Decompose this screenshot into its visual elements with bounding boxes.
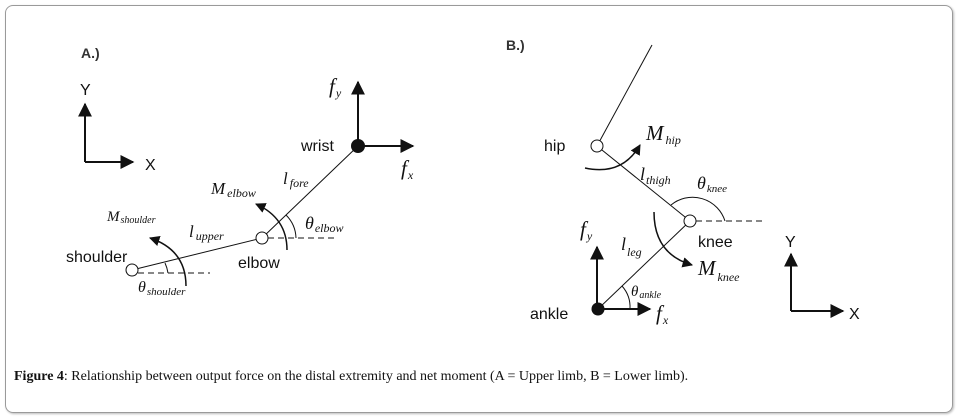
shoulder-joint [125,263,139,277]
hip-label: hip [544,138,565,155]
theta-elbow-arc [285,214,297,239]
panel-a-label: A.) [81,45,100,61]
ankle-label: ankle [530,306,568,323]
upper-arm-segment [131,237,263,271]
caption-text: : Relationship between output force on t… [63,369,689,384]
thigh-segment [596,145,691,222]
theta-ankle-arc [621,285,631,310]
figure-caption: Figure 4: Relationship between output fo… [14,369,688,385]
knee-joint [683,214,697,228]
leg-segment [597,220,691,310]
leg-length-symbol: lleg [621,234,642,259]
shoulder-moment-arrow [149,236,187,287]
ankle-joint [591,302,605,316]
knee-angle-symbol: θknee [697,173,727,195]
elbow-joint [255,231,269,245]
elbow-label: elbow [238,255,280,272]
shoulder-label: shoulder [66,249,128,266]
caption-label: Figure 4 [14,369,64,384]
forearm-segment [261,145,359,239]
force-x-symbol: fx [656,301,669,327]
shoulder-angle-symbol: θshoulder [138,279,186,298]
axis-y-label: Y [785,234,796,251]
axis-x-label: X [145,157,156,174]
theta-shoulder-arc [164,262,169,274]
axis-x-label: X [849,306,860,323]
knee-label: knee [698,234,733,251]
force-y-symbol: fy [329,74,342,100]
elbow-moment-arrow [255,203,288,251]
shoulder-moment-symbol: Mshoulder [106,209,156,226]
trunk-segment [596,44,653,147]
figure-frame [5,5,953,413]
wrist-joint [351,139,365,153]
elbow-angle-symbol: θelbow [305,213,344,235]
ankle-angle-symbol: θankle [631,284,662,301]
axes-icon [784,252,845,318]
axis-y-label: Y [80,82,91,99]
theta-knee-arc [670,196,726,222]
knee-moment-arrow [653,211,694,268]
wrist-label: wrist [300,138,334,155]
hip-moment-arrow [584,144,641,171]
force-x-symbol: fx [401,156,414,182]
force-y-symbol: fy [580,217,593,243]
axes-icon [78,102,135,169]
thigh-length-symbol: lthigh [640,164,671,187]
hip-joint [590,139,604,153]
panel-b-label: B.) [506,37,525,53]
